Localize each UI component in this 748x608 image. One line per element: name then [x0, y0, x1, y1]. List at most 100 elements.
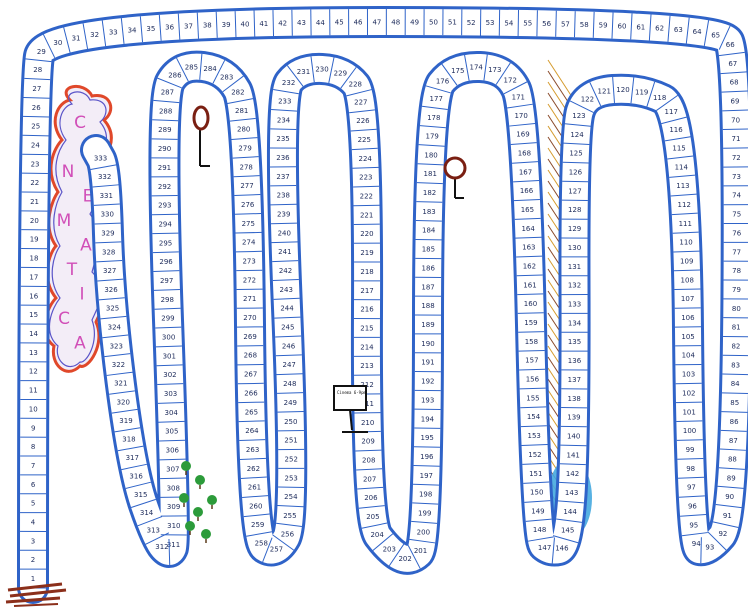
cell-number: 112 [678, 201, 691, 209]
cell-number: 44 [316, 19, 325, 27]
cell-number: 58 [580, 21, 589, 29]
cell-number: 230 [315, 66, 328, 74]
cell-number: 285 [185, 63, 198, 71]
cell-number: 32 [90, 31, 99, 39]
cell-number: 149 [531, 507, 544, 515]
cell-number: 103 [682, 371, 695, 379]
cell-number: 288 [159, 107, 172, 115]
cell-number: 223 [359, 174, 372, 182]
cell-number: 8 [31, 443, 35, 451]
cell-divider [270, 129, 296, 130]
cell-number: 202 [398, 555, 411, 563]
cell-number: 134 [568, 319, 582, 327]
cell-number: 85 [730, 399, 739, 407]
cell-number: 33 [109, 29, 118, 37]
cell-number: 168 [518, 149, 531, 157]
cell-number: 20 [30, 217, 39, 225]
cell-number: 201 [414, 547, 427, 555]
cell-number: 255 [283, 512, 296, 520]
cell-number: 282 [231, 88, 244, 96]
cell-number: 161 [523, 281, 536, 289]
cell-number: 104 [682, 352, 696, 360]
cell-number: 225 [358, 136, 371, 144]
cell-number: 229 [334, 69, 347, 77]
title-letter: A [80, 236, 92, 256]
cell-number: 50 [429, 19, 438, 27]
cell-number: 77 [732, 248, 741, 256]
cell-number: 305 [165, 428, 178, 436]
cell-number: 291 [158, 164, 171, 172]
cell-divider [23, 116, 49, 117]
cell-number: 216 [360, 306, 374, 314]
cell-number: 131 [568, 263, 581, 271]
cell-number: 259 [251, 521, 264, 529]
cell-number: 111 [679, 220, 692, 228]
cell-divider [519, 369, 545, 370]
cell-number: 214 [360, 343, 374, 351]
cell-number: 258 [255, 540, 268, 548]
cell-number: 105 [681, 333, 694, 341]
cell-number: 234 [277, 116, 291, 124]
cell-number: 93 [705, 544, 714, 552]
cell-number: 23 [31, 160, 40, 168]
cell-number: 257 [270, 546, 283, 554]
cell-number: 313 [147, 526, 160, 534]
cell-divider [562, 181, 588, 182]
cell-number: 224 [358, 155, 372, 163]
cell-divider [414, 447, 440, 448]
cell-number: 57 [561, 20, 570, 28]
cell-number: 108 [681, 276, 694, 284]
cell-number: 237 [276, 173, 289, 181]
cell-number: 233 [278, 97, 291, 105]
track: 1234567891011121314151617181920212223242… [20, 9, 748, 588]
cell-number: 86 [730, 418, 739, 426]
cell-number: 30 [53, 39, 62, 47]
cell-number: 205 [366, 513, 379, 521]
cell-number: 83 [731, 361, 740, 369]
cell-number: 73 [732, 173, 741, 181]
title-letter: N [62, 162, 75, 182]
cell-number: 54 [504, 19, 513, 27]
cell-divider [160, 459, 186, 460]
sign-text: Cinema 6-9pm [337, 390, 366, 395]
cell-number: 56 [542, 20, 551, 28]
cell-number: 64 [693, 28, 702, 36]
cell-number: 267 [244, 371, 257, 379]
cell-number: 62 [655, 25, 664, 33]
cell-number: 2 [31, 556, 35, 564]
cell-number: 117 [665, 108, 678, 116]
cell-number: 184 [422, 227, 436, 235]
cell-divider [353, 186, 379, 187]
cell-number: 4 [31, 519, 36, 527]
cell-number: 227 [354, 98, 367, 106]
cell-number: 244 [280, 305, 294, 313]
cell-number: 141 [566, 451, 579, 459]
cell-number: 89 [727, 474, 736, 482]
cell-number: 306 [166, 447, 180, 455]
cell-number: 82 [731, 343, 740, 351]
cell-number: 135 [568, 338, 581, 346]
cell-number: 116 [669, 126, 683, 134]
cell-number: 246 [282, 342, 296, 350]
cell-number: 174 [470, 63, 484, 71]
cell-number: 186 [422, 264, 436, 272]
cell-number: 256 [281, 531, 295, 539]
cell-number: 197 [420, 472, 433, 480]
cell-number: 272 [243, 276, 256, 284]
cell-number: 114 [675, 163, 689, 171]
cell-number: 152 [528, 451, 541, 459]
cell-number: 145 [561, 526, 574, 534]
cell-divider [23, 135, 49, 136]
cell-number: 278 [239, 163, 252, 171]
cell-number: 194 [421, 415, 435, 423]
cell-number: 42 [278, 19, 287, 27]
cell-number: 94 [692, 540, 701, 548]
cell-number: 247 [282, 361, 295, 369]
cell-number: 151 [529, 470, 542, 478]
cell-number: 129 [568, 225, 581, 233]
cell-number: 294 [158, 220, 172, 228]
cell-number: 43 [297, 19, 306, 27]
cell-number: 286 [168, 72, 182, 80]
cell-number: 16 [29, 292, 38, 300]
